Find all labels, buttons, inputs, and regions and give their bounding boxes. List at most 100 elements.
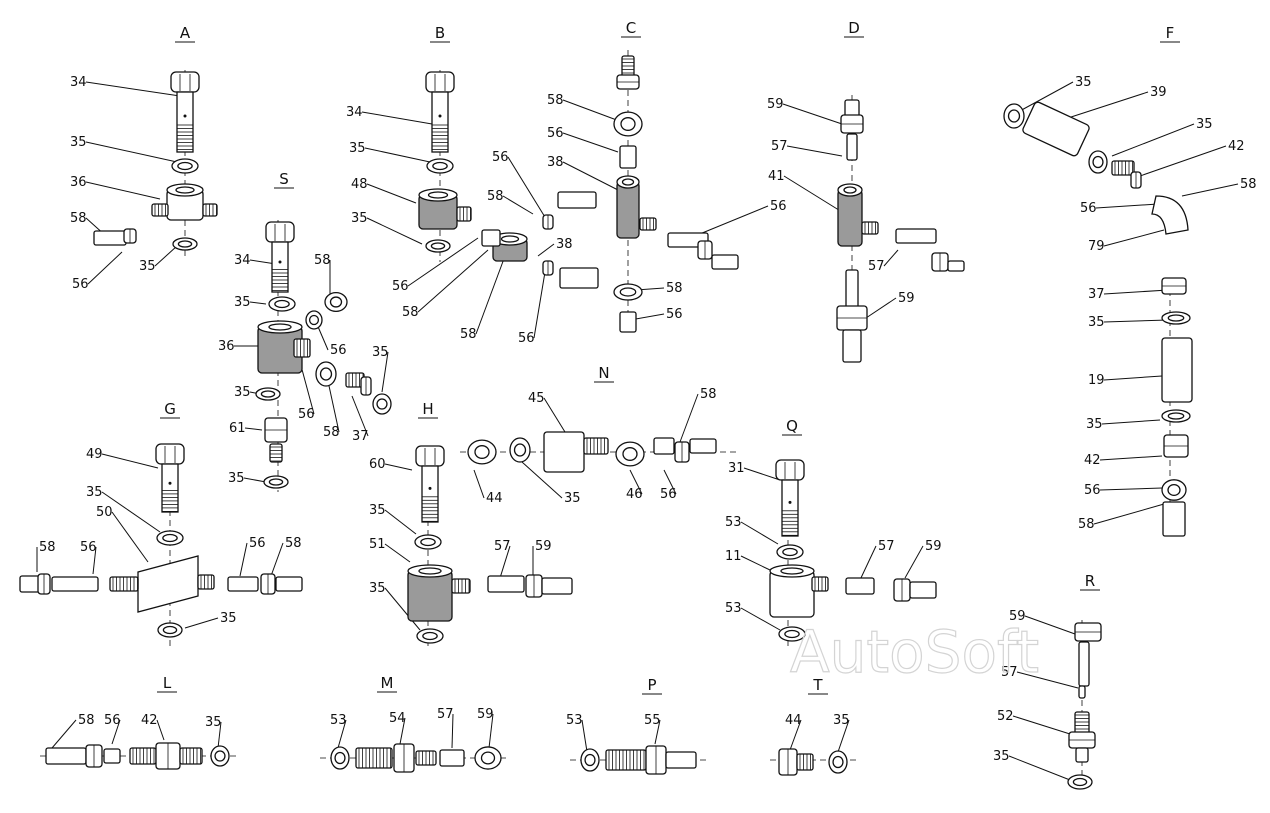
hex-nut — [1161, 479, 1187, 501]
leader-line — [865, 297, 897, 319]
callout-F-5: 56 — [1080, 201, 1097, 216]
pipe-stub — [293, 338, 311, 358]
square-block-fitting — [137, 555, 199, 613]
banjo-bolt — [155, 443, 185, 513]
sealing-washer — [157, 622, 183, 638]
hex-collar — [1161, 277, 1187, 295]
hex-nut — [615, 441, 645, 467]
leader-line — [154, 245, 178, 267]
hex-collar — [264, 417, 288, 443]
pipe-stub — [1078, 641, 1090, 687]
hex-collar — [836, 305, 868, 331]
leader-line — [1181, 183, 1239, 197]
callout-D-0: 59 — [767, 97, 784, 112]
callout-H-2: 51 — [369, 537, 386, 552]
hex-collar — [840, 114, 864, 134]
hex-collar — [542, 260, 554, 276]
callout-F-8: 35 — [1088, 315, 1105, 330]
watermark: AutoSoft — [790, 618, 1039, 686]
pipe-stub — [227, 576, 259, 592]
sealing-washer — [426, 158, 454, 174]
hex-nut — [467, 439, 497, 465]
hex-collar — [37, 573, 51, 595]
fitting-body — [837, 183, 863, 247]
sealing-washer — [1161, 409, 1191, 423]
leader-line — [217, 721, 222, 749]
coupling-sleeve — [543, 431, 585, 473]
callout-B-1: 35 — [349, 141, 366, 156]
callout-B-7: 58 — [487, 189, 504, 204]
fitting-body — [407, 564, 453, 622]
pipe-stub — [355, 747, 393, 769]
parts-H — [407, 445, 573, 650]
callout-A-1: 35 — [70, 135, 87, 150]
sealing-washer — [255, 387, 281, 401]
leader-line — [451, 713, 454, 749]
callout-S-5: 35 — [234, 385, 251, 400]
callout-P-0: 53 — [566, 713, 583, 728]
callout-N-2: 44 — [486, 491, 503, 506]
sealing-washer — [210, 745, 230, 767]
callout-S-11: 35 — [228, 471, 245, 486]
group-title-B: B — [435, 24, 445, 42]
leader-line — [399, 717, 406, 745]
callout-G-1: 35 — [86, 485, 103, 500]
sealing-washer — [1003, 103, 1025, 129]
pipe-stub — [1074, 711, 1090, 735]
leader-line — [507, 156, 549, 223]
leader-line — [904, 545, 924, 579]
leader-line — [51, 719, 77, 749]
leader-line — [543, 397, 566, 433]
leader-line — [101, 453, 159, 469]
parts-Q — [769, 459, 937, 650]
callout-F-7: 37 — [1088, 287, 1105, 302]
banjo-bolt — [265, 221, 295, 293]
hex-collar — [1074, 622, 1102, 642]
leader-line — [244, 427, 263, 431]
leader-line — [1016, 671, 1079, 689]
callout-R-2: 52 — [997, 709, 1014, 724]
leader-line — [1103, 289, 1169, 295]
callout-P-1: 55 — [644, 713, 661, 728]
group-title-F: F — [1166, 24, 1175, 42]
group-title-N: N — [598, 364, 609, 382]
callout-B-4: 56 — [392, 279, 409, 294]
callout-B-0: 34 — [346, 105, 363, 120]
pipe-stub — [269, 443, 283, 463]
leader-line — [92, 546, 97, 575]
pipe-stub — [179, 747, 203, 765]
callout-M-0: 53 — [330, 713, 347, 728]
hex-collar — [123, 228, 137, 244]
sealing-washer — [828, 750, 848, 774]
sealing-washer — [372, 393, 392, 415]
callout-N-5: 56 — [660, 487, 677, 502]
callout-Q-5: 53 — [725, 601, 742, 616]
callout-M-1: 54 — [389, 711, 406, 726]
callout-C-4: 56 — [666, 307, 683, 322]
callout-L-0: 58 — [78, 713, 95, 728]
sealing-washer — [315, 361, 337, 387]
leader-line — [533, 271, 546, 339]
pipe-stub — [811, 576, 829, 592]
pipe-stub — [665, 751, 697, 769]
pipe-stub — [846, 133, 858, 161]
callout-B-2: 48 — [351, 177, 368, 192]
leader-line — [562, 99, 623, 123]
pipe-stub — [109, 576, 139, 592]
leader-line — [384, 509, 417, 535]
leader-line — [1099, 487, 1163, 491]
callout-F-11: 42 — [1084, 453, 1101, 468]
leader-line — [366, 217, 423, 245]
sealing-washer — [416, 628, 444, 644]
hex-collar — [360, 376, 372, 396]
sealing-washer — [172, 237, 198, 251]
callout-Q-4: 59 — [925, 539, 942, 554]
group-title-M: M — [381, 674, 394, 692]
hex-nut — [613, 111, 643, 137]
leader-line — [366, 183, 417, 204]
leader-line — [1103, 319, 1169, 323]
parts-F — [1003, 101, 1193, 540]
